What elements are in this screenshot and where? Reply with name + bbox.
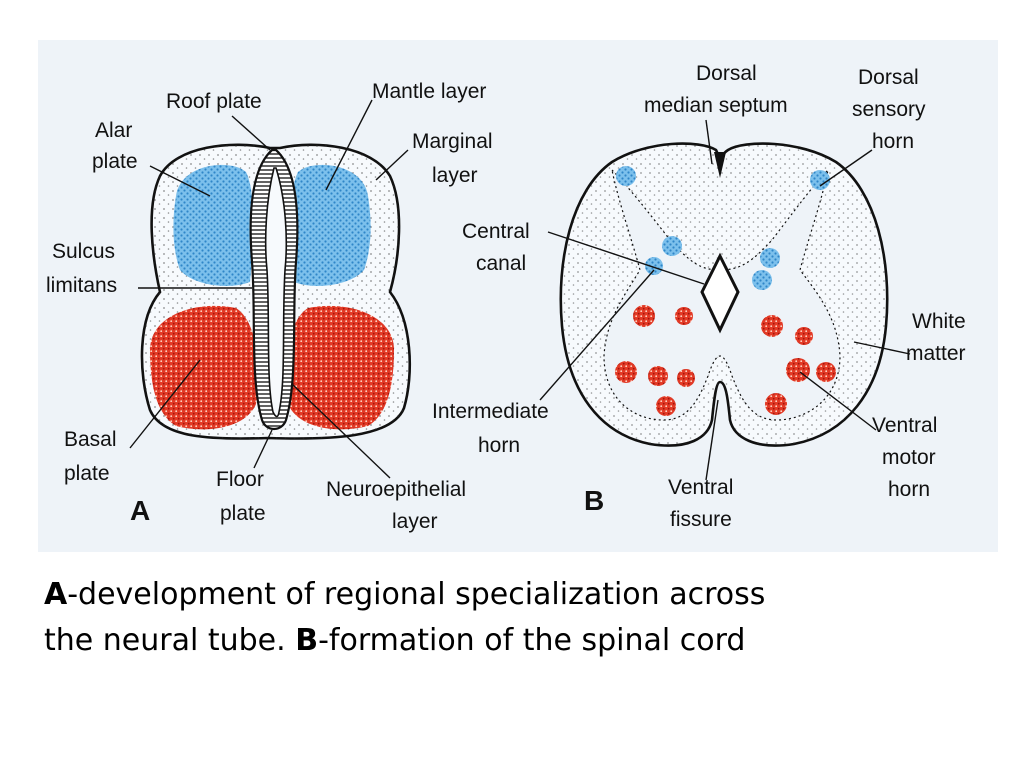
caption-a-text: -development of regional specialization … [67, 577, 766, 612]
label-central-canal-1: Central [462, 220, 530, 243]
leader-alar-plate [149, 165, 211, 197]
leader-neuroepithelial-layer [291, 383, 391, 479]
basal-plate-left [150, 305, 259, 430]
label-central-canal-2: canal [476, 252, 526, 275]
leader-white-matter [853, 341, 911, 355]
leader-central-canal [547, 231, 705, 285]
label-sulcus-limitans-2: limitans [46, 274, 117, 297]
leader-basal-plate [129, 359, 201, 449]
label-ventral-motor-horn-1: Ventral [872, 414, 937, 437]
label-ventral-fissure-1: Ventral [668, 476, 733, 499]
label-floor-plate-1: Floor [216, 468, 264, 491]
leader-mantle-layer [325, 99, 373, 191]
leader-dorsal-sensory-horn [819, 149, 873, 187]
alar-plate-right [290, 164, 371, 286]
leader-dorsal-median-septum [705, 119, 713, 165]
label-white-matter-1: White [912, 310, 966, 333]
alar-plate-left [173, 164, 254, 286]
label-dorsal-sensory-horn-3: horn [872, 130, 914, 153]
label-ventral-motor-horn-3: horn [888, 478, 930, 501]
leader-ventral-motor-horn [799, 371, 877, 431]
label-dorsal-2: median septum [644, 94, 788, 117]
label-ventral-motor-horn-2: motor [882, 446, 936, 469]
sensory-neuron-clusters [616, 166, 830, 290]
panel-b-spinal-cord: Dorsal median septum Dorsal sensory horn… [432, 62, 966, 531]
panel-a-letter: A [130, 495, 150, 526]
label-dorsal-sensory-horn-1: Dorsal [858, 66, 919, 89]
label-basal-plate-1: Basal [64, 428, 117, 451]
label-neuroepithelial-1: Neuroepithelial [326, 478, 466, 501]
label-sulcus-limitans-1: Sulcus [52, 240, 115, 263]
label-marginal-layer-1: Marginal [412, 130, 493, 153]
panel-b-letter: B [584, 485, 604, 516]
leader-roof-plate [231, 115, 271, 151]
dorsal-median-septum [714, 152, 726, 178]
central-lumen [264, 167, 288, 418]
label-dorsal-1: Dorsal [696, 62, 757, 85]
leader-floor-plate [253, 429, 273, 469]
caption-b-bold: B [295, 623, 319, 658]
label-dorsal-sensory-horn-2: sensory [852, 98, 926, 121]
label-neuroepithelial-2: layer [392, 510, 438, 533]
label-alar-plate-2: plate [92, 150, 138, 173]
caption-b-text: -formation of the spinal cord [318, 623, 746, 658]
label-marginal-layer-2: layer [432, 164, 478, 187]
leader-ventral-fissure [705, 399, 719, 481]
label-white-matter-2: matter [906, 342, 966, 365]
basal-plate-right [285, 305, 394, 430]
label-floor-plate-2: plate [220, 502, 266, 525]
label-alar-plate-1: Alar [95, 119, 132, 142]
caption-a-bold: A [44, 577, 68, 612]
caption-line-1: A-development of regional specialization… [44, 572, 1004, 618]
caption-b-lead: the neural tube. [44, 623, 296, 658]
label-intermediate-horn-1: Intermediate [432, 400, 549, 423]
central-canal [700, 252, 740, 334]
label-roof-plate: Roof plate [166, 90, 262, 113]
figure-caption: A-development of regional specialization… [44, 572, 1004, 664]
motor-neuron-clusters [615, 305, 836, 416]
leader-intermediate-horn [539, 269, 655, 401]
caption-line-2: the neural tube. B-formation of the spin… [44, 618, 1004, 664]
label-mantle-layer: Mantle layer [372, 80, 486, 103]
label-basal-plate-2: plate [64, 462, 110, 485]
panel-a-neural-tube: Roof plate Mantle layer Alar plate Margi… [46, 80, 493, 533]
label-intermediate-horn-2: horn [478, 434, 520, 457]
leader-marginal-layer [375, 149, 409, 181]
label-ventral-fissure-2: fissure [670, 508, 732, 531]
